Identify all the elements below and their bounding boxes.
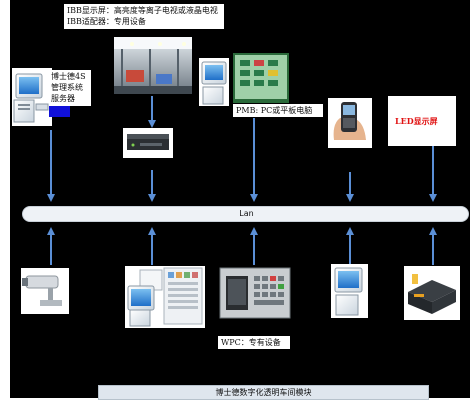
workstation-with-screens-icon — [125, 266, 205, 328]
surveillance-camera-image — [21, 268, 69, 314]
ibb-caption: IBB显示屏：高亮度等离子电视或液晶电视 IBB适配器：专用设备 — [64, 4, 224, 29]
footer-title: 博士德数字化透明车间模块 — [98, 385, 429, 400]
lan-label: Lan — [239, 209, 254, 218]
server-caption-line1: 博士德4S — [51, 72, 86, 81]
server-computer-icon — [12, 68, 52, 126]
lan-bus: Lan — [22, 206, 469, 222]
pmb-computer-icon — [199, 53, 289, 106]
pc-computer-icon — [331, 264, 368, 318]
server-caption: 博士德4S 管理系统 服务器 — [49, 70, 91, 106]
ibb-caption-line1: IBB显示屏：高亮度等离子电视或液晶电视 — [67, 6, 218, 15]
led-caption: LED显示屏 — [395, 116, 438, 126]
led-display-panel: LED显示屏 — [388, 96, 456, 146]
ibb-caption-line2: IBB适配器：专用设备 — [67, 17, 146, 26]
wpc-caption: WPC：专有设备 — [218, 336, 290, 349]
pmb-caption: PMB: PC或平板电脑 — [233, 104, 323, 117]
mobile-phone-image — [328, 98, 372, 148]
server-caption-line3: 服务器 — [51, 94, 75, 103]
ibb-adapter-device — [123, 128, 173, 158]
network-router-device — [404, 266, 460, 320]
wpc-terminal-device — [219, 267, 291, 319]
server-caption-line2: 管理系统 — [51, 83, 83, 92]
factory-floor-image — [114, 37, 192, 94]
server-badge — [49, 106, 70, 117]
